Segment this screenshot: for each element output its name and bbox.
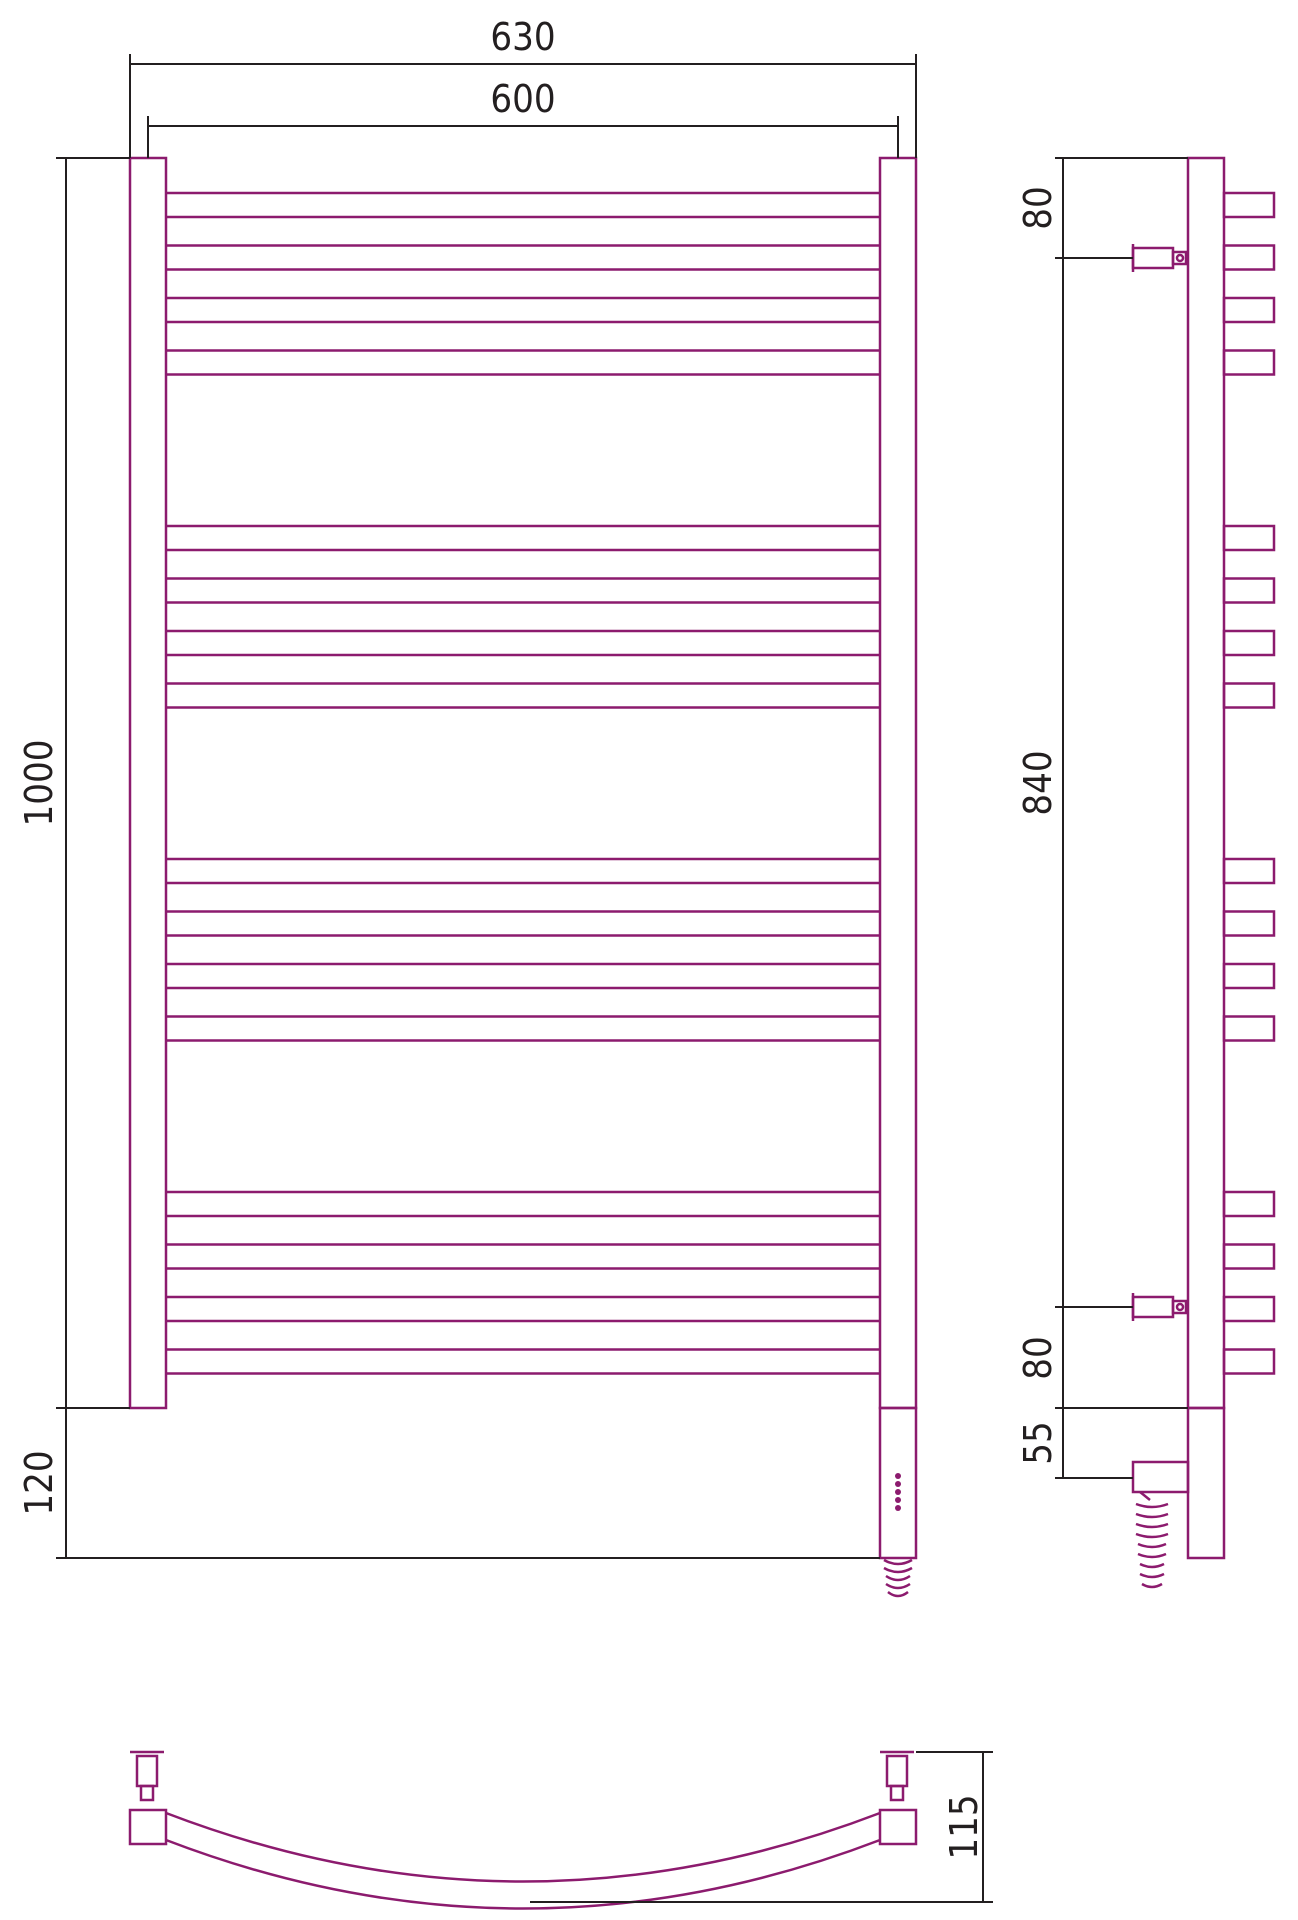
- dim-center-distance: 600: [490, 77, 555, 121]
- crossbar-stub: [1222, 629, 1276, 657]
- front-dimension-lines: [56, 54, 917, 1559]
- side-collector: [1186, 156, 1226, 1410]
- crossbar-stub: [1222, 910, 1276, 937]
- crossbars: [166, 191, 880, 1375]
- crossbar-stub: [1222, 191, 1276, 219]
- crossbar-stub: [1222, 1015, 1276, 1042]
- dim-height: 1000: [17, 740, 61, 827]
- side-heater-block-icon: [1131, 1460, 1190, 1589]
- power-cable-coil-icon: [883, 1558, 913, 1598]
- bottom-wall-mount-icon: [1131, 1293, 1188, 1321]
- dim-overall-width: 630: [490, 15, 555, 59]
- crossbar-stub: [1222, 1348, 1276, 1375]
- dim-connection-distance: 840: [1016, 750, 1060, 815]
- heater-housing: [878, 1406, 918, 1560]
- side-heater-housing: [1186, 1406, 1226, 1560]
- crossbar-stub: [1222, 1295, 1276, 1323]
- right-top-mount-icon: [878, 1750, 918, 1846]
- side-crossbar-stubs: [1222, 191, 1276, 1375]
- dim-depth: 115: [942, 1794, 986, 1859]
- crossbar-stub: [1222, 524, 1276, 552]
- dim-top-offset: 80: [1016, 186, 1060, 230]
- top-view-arc-inner: [165, 1838, 881, 1910]
- crossbar-stub: [1222, 682, 1276, 709]
- top-wall-mount-icon: [1131, 244, 1188, 272]
- front-view: [128, 156, 918, 1598]
- left-collector: [128, 156, 168, 1410]
- crossbar-stub: [1222, 1243, 1276, 1270]
- crossbar-stub: [1222, 857, 1276, 885]
- dim-bottom-offset: 80: [1016, 1336, 1060, 1380]
- crossbar-stub: [1222, 577, 1276, 604]
- top-dimension-lines: [530, 1751, 993, 1903]
- top-view-arc-outer: [165, 1811, 881, 1883]
- crossbar-stub: [1222, 296, 1276, 324]
- heater-indicator-dots: [895, 1473, 901, 1511]
- left-top-mount-icon: [128, 1750, 168, 1846]
- top-view: [128, 1750, 918, 1910]
- dim-heater-offset: 55: [1016, 1421, 1060, 1465]
- crossbar-stub: [1222, 962, 1276, 990]
- crossbar-stub: [1222, 1190, 1276, 1218]
- dim-bottom-extension: 120: [17, 1450, 61, 1515]
- side-view: [1131, 156, 1276, 1589]
- crossbar-stub: [1222, 349, 1276, 376]
- right-collector: [878, 156, 918, 1410]
- crossbar-stub: [1222, 244, 1276, 271]
- side-dimension-lines: [1055, 157, 1188, 1479]
